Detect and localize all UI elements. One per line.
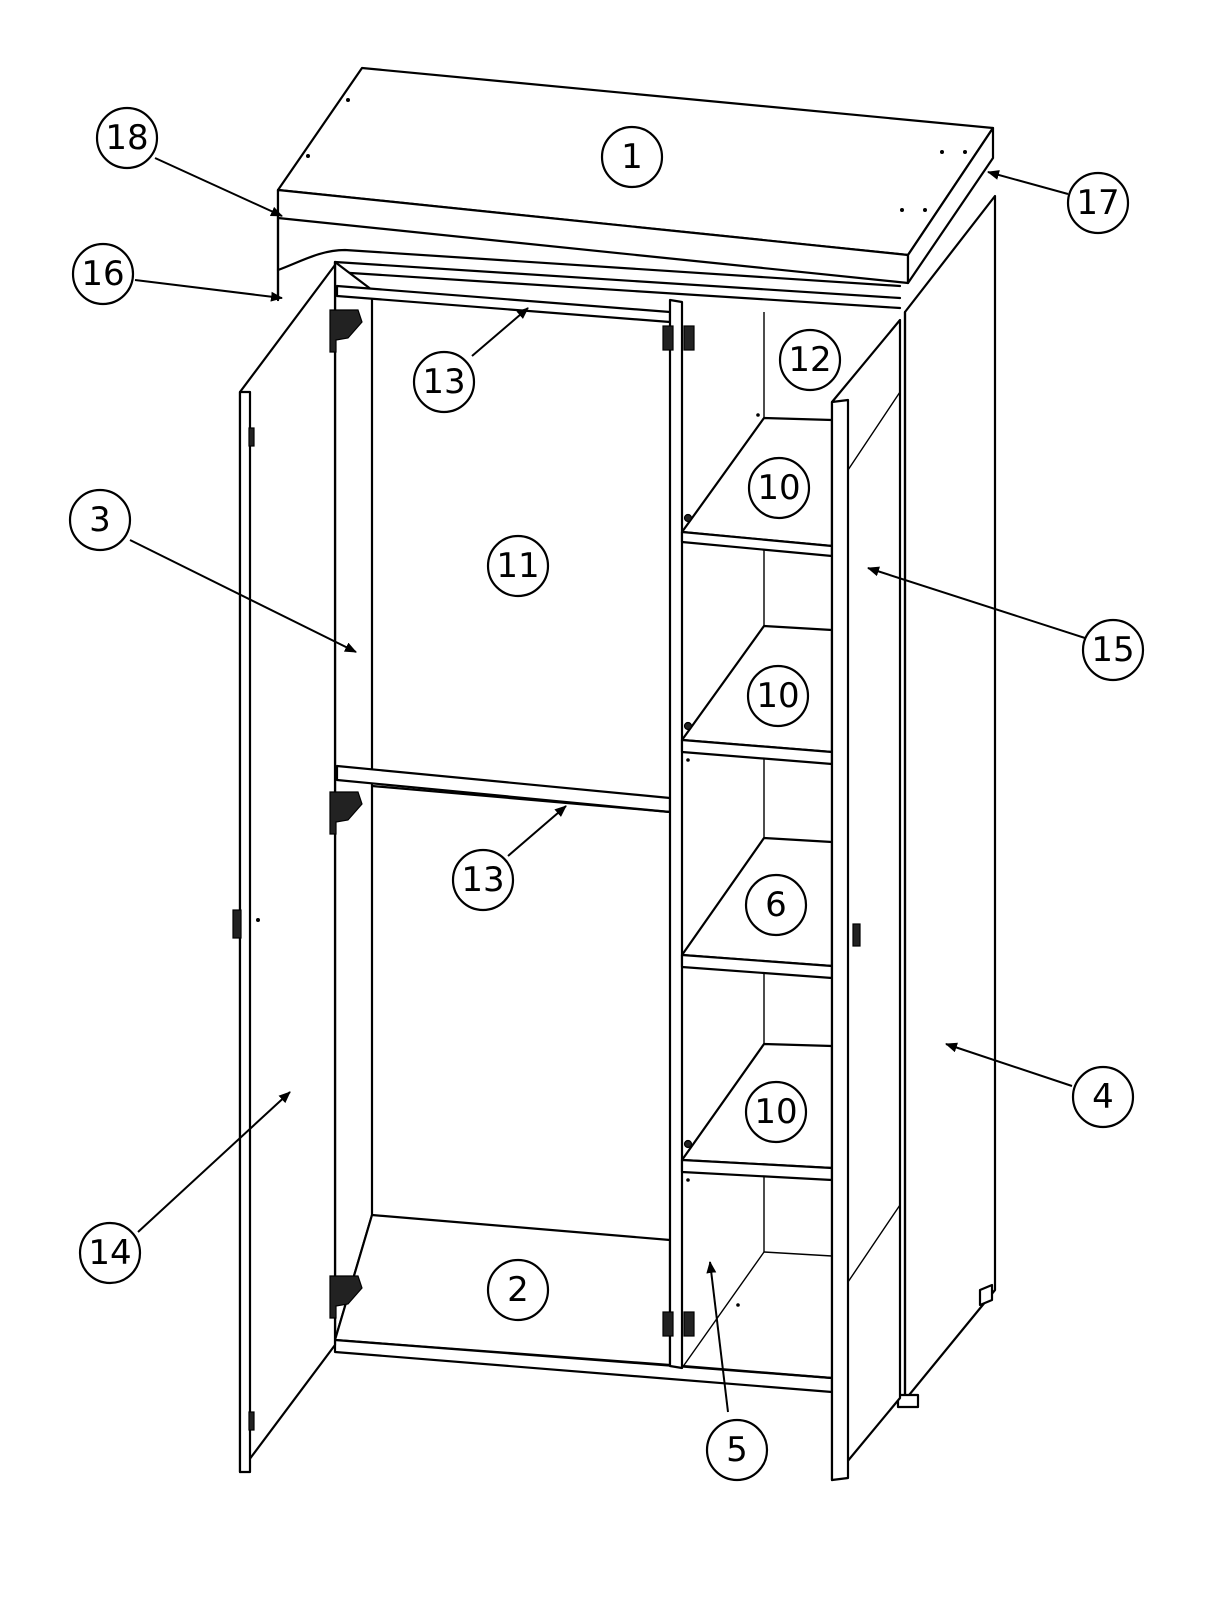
- bottom-panel: [333, 1213, 834, 1394]
- callout-3: 3: [68, 488, 132, 552]
- callout-17: 17: [1066, 171, 1130, 235]
- callout-13-upper-label: 13: [422, 362, 465, 402]
- callout-17-label: 17: [1076, 183, 1119, 223]
- callout-13-upper: 13: [412, 350, 476, 414]
- callout-4-label: 4: [1092, 1077, 1114, 1117]
- callout-1-label: 1: [621, 137, 643, 177]
- upper-hanging-rail: [335, 284, 672, 324]
- middle-divider: [668, 298, 684, 1370]
- right-side-panel: [896, 194, 997, 1409]
- callout-16: 16: [71, 242, 135, 306]
- callout-15-label: 15: [1091, 630, 1134, 670]
- callout-18-label: 18: [105, 118, 148, 158]
- callout-13-lower-label: 13: [461, 860, 504, 900]
- shelf-pins: [683, 413, 760, 1307]
- callout-10-bottom-label: 10: [754, 1092, 797, 1132]
- callout-6-label: 6: [765, 885, 787, 925]
- callout-5: 5: [705, 1418, 769, 1482]
- callout-13-lower: 13: [451, 848, 515, 912]
- callout-10-top-label: 10: [757, 468, 800, 508]
- back-panel: [371, 290, 671, 1241]
- callout-3-label: 3: [89, 500, 111, 540]
- callout-4: 4: [1071, 1065, 1135, 1129]
- left-door: [232, 263, 337, 1474]
- middle-shelf: [335, 764, 672, 814]
- callout-2-label: 2: [507, 1270, 529, 1310]
- callout-11: 11: [486, 534, 550, 598]
- callout-10-bottom: 10: [744, 1080, 808, 1144]
- callout-10-middle-label: 10: [756, 676, 799, 716]
- callout-14-label: 14: [88, 1233, 131, 1273]
- callout-1: 1: [600, 125, 664, 189]
- hinges: [329, 309, 695, 1337]
- callout-5-label: 5: [726, 1430, 748, 1470]
- callout-2: 2: [486, 1258, 550, 1322]
- callout-16-label: 16: [81, 254, 124, 294]
- callout-18: 18: [95, 106, 159, 170]
- callout-10-middle: 10: [746, 664, 810, 728]
- callout-10-top: 10: [747, 456, 811, 520]
- callout-12: 12: [778, 328, 842, 392]
- callout-14: 14: [78, 1221, 142, 1285]
- right-door: [830, 318, 902, 1482]
- callout-12-label: 12: [788, 340, 831, 380]
- callout-11-label: 11: [496, 546, 539, 586]
- callout-15: 15: [1081, 618, 1145, 682]
- callout-6: 6: [744, 873, 808, 937]
- leader-lines: [129, 157, 1086, 1413]
